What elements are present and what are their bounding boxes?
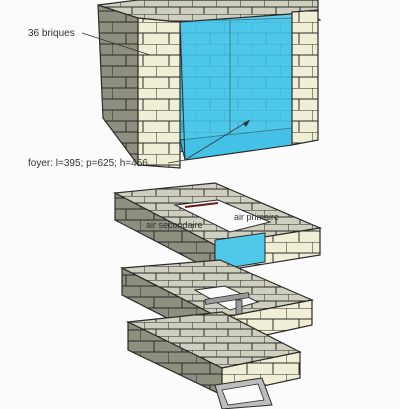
firebox-assembly	[97, 0, 322, 169]
firebox-front-left-pillar	[137, 17, 181, 169]
ash-drawer-opening	[221, 383, 265, 406]
ash-grate-bar	[204, 292, 250, 305]
hearth-dimensions-label: foyer: l=395; p=625; h=456	[28, 158, 148, 169]
firebox-left-side	[97, 4, 139, 167]
bricks-leader-line	[81, 32, 151, 56]
hearth-slab	[112, 182, 323, 273]
hearth-leader-line	[167, 119, 251, 164]
firebox-front-glass	[179, 13, 293, 161]
secondary-air-slot	[184, 202, 219, 208]
base-layer-2	[125, 311, 302, 409]
firebox-front-right-pillar	[291, 9, 319, 146]
annotations: 36 briques foyer: l=395; p=625; h=456 ai…	[28, 28, 279, 230]
bricks-label: 36 briques	[28, 28, 75, 39]
hearth-opening	[173, 199, 272, 233]
secondary-air-label: air secondaire	[146, 220, 203, 230]
hearth-arrow-head	[243, 120, 250, 127]
primary-air-label: air primaire	[234, 212, 279, 222]
